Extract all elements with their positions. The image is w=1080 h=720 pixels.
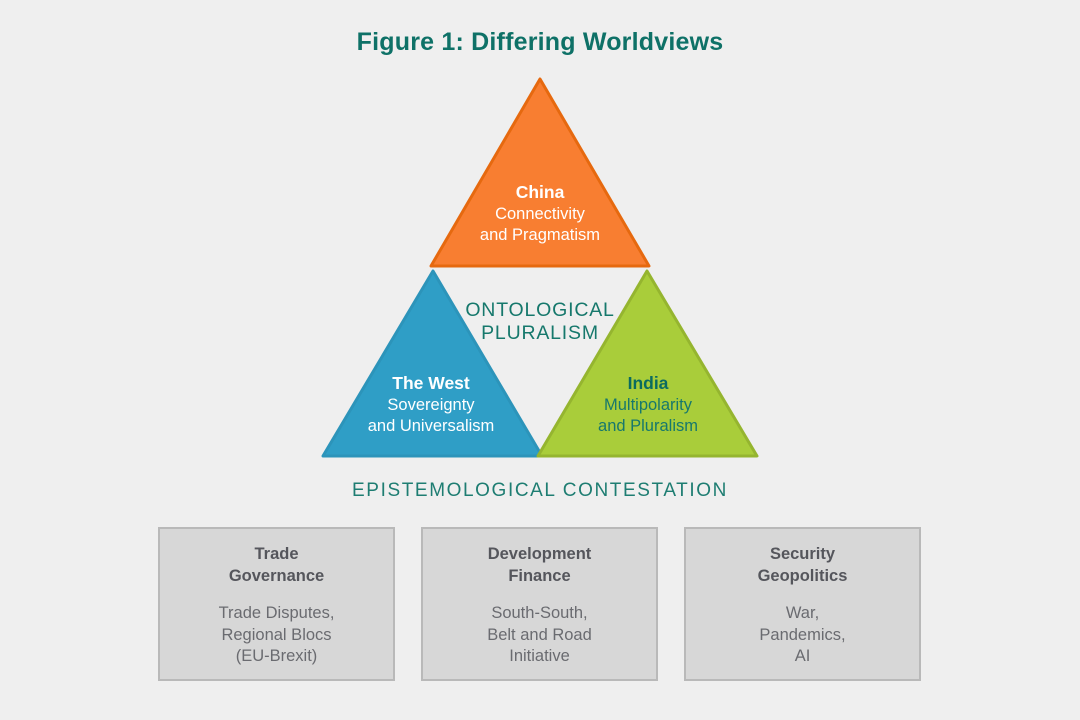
box-body-line: War,	[785, 604, 820, 622]
trade-governance-box: Trade Governance Trade Disputes, Regiona…	[158, 527, 395, 681]
center-label-line: ONTOLOGICAL	[465, 299, 615, 321]
box-title-line: Security	[769, 545, 836, 563]
china-triangle	[429, 77, 651, 268]
box-body: War, Pandemics, AI	[686, 603, 919, 668]
box-body-line: Regional Blocs	[221, 625, 332, 644]
box-body: South-South, Belt and Road Initiative	[423, 603, 656, 668]
box-title: Security Geopolitics	[686, 543, 919, 587]
china-body-line: Connectivity	[495, 204, 585, 223]
development-finance-box: Development Finance South-South, Belt an…	[421, 527, 658, 681]
west-body-line: Sovereignty	[387, 395, 475, 414]
china-label: China Connectivity and Pragmatism	[430, 182, 650, 247]
box-body-line: Belt and Road	[487, 625, 592, 644]
box-body-line: Initiative	[509, 647, 570, 665]
india-triangle	[536, 269, 759, 458]
box-body-line: South-South,	[491, 604, 588, 622]
epistemological-contestation-label: EPISTEMOLOGICAL CONTESTATION	[352, 480, 728, 501]
box-title-line: Geopolitics	[757, 567, 848, 585]
china-body-line: and Pragmatism	[479, 226, 601, 244]
box-body-line: Trade Disputes,	[218, 604, 335, 622]
india-body-line: Multipolarity	[603, 395, 693, 414]
box-title-line: Trade	[254, 545, 299, 563]
west-label: The West Sovereignty and Universalism	[316, 373, 546, 438]
india-label: India Multipolarity and Pluralism	[533, 373, 763, 438]
china-name: China	[515, 182, 565, 202]
box-body: Trade Disputes, Regional Blocs (EU-Brexi…	[160, 603, 393, 668]
west-triangle	[321, 269, 544, 458]
figure-title: Figure 1: Differing Worldviews	[356, 28, 724, 56]
box-body-line: Pandemics,	[759, 625, 846, 644]
west-body-line: and Universalism	[367, 417, 495, 435]
box-title-line: Governance	[228, 567, 325, 585]
box-title: Trade Governance	[160, 543, 393, 587]
ontological-pluralism-label: ONTOLOGICAL PLURALISM	[410, 299, 670, 345]
box-body-line: (EU-Brexit)	[235, 647, 318, 665]
box-title-line: Development	[487, 545, 592, 563]
india-name: India	[627, 373, 669, 393]
topic-boxes-row: Trade Governance Trade Disputes, Regiona…	[158, 527, 922, 681]
india-body-line: and Pluralism	[598, 417, 698, 435]
west-name: The West	[392, 373, 470, 393]
center-label-line: PLURALISM	[481, 322, 599, 344]
security-geopolitics-box: Security Geopolitics War, Pandemics, AI	[684, 527, 921, 681]
box-body-line: AI	[794, 647, 811, 665]
box-title: Development Finance	[423, 543, 656, 587]
box-title-line: Finance	[508, 567, 571, 585]
